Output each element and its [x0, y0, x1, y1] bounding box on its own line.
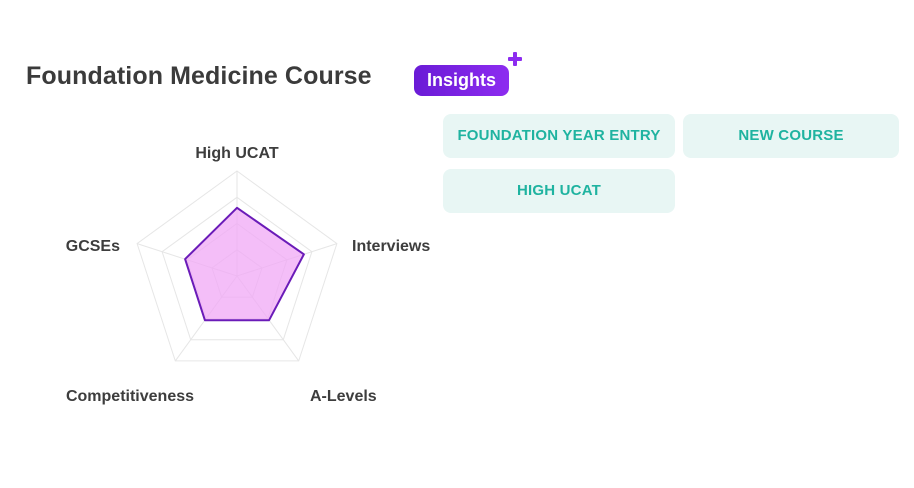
- tag-high-ucat: HIGH UCAT: [443, 169, 675, 213]
- axis-label-high-ucat: High UCAT: [195, 145, 278, 162]
- radar-data-polygon: [184, 206, 305, 322]
- axis-label-gcses: GCSEs: [66, 238, 120, 255]
- axis-label-a-levels: A-Levels: [310, 388, 377, 405]
- radar-grid-ring: [136, 170, 338, 362]
- tag-foundation-year-entry: FOUNDATION YEAR ENTRY: [443, 114, 675, 158]
- insights-badge: Insights: [414, 65, 509, 96]
- tag-new-course: NEW COURSE: [683, 114, 899, 158]
- radar-grid-ring: [161, 196, 313, 341]
- plus-icon: [508, 52, 522, 66]
- page-title: Foundation Medicine Course: [26, 62, 372, 90]
- axis-label-competitiveness: Competitiveness: [66, 388, 194, 405]
- axis-label-interviews: Interviews: [352, 238, 430, 255]
